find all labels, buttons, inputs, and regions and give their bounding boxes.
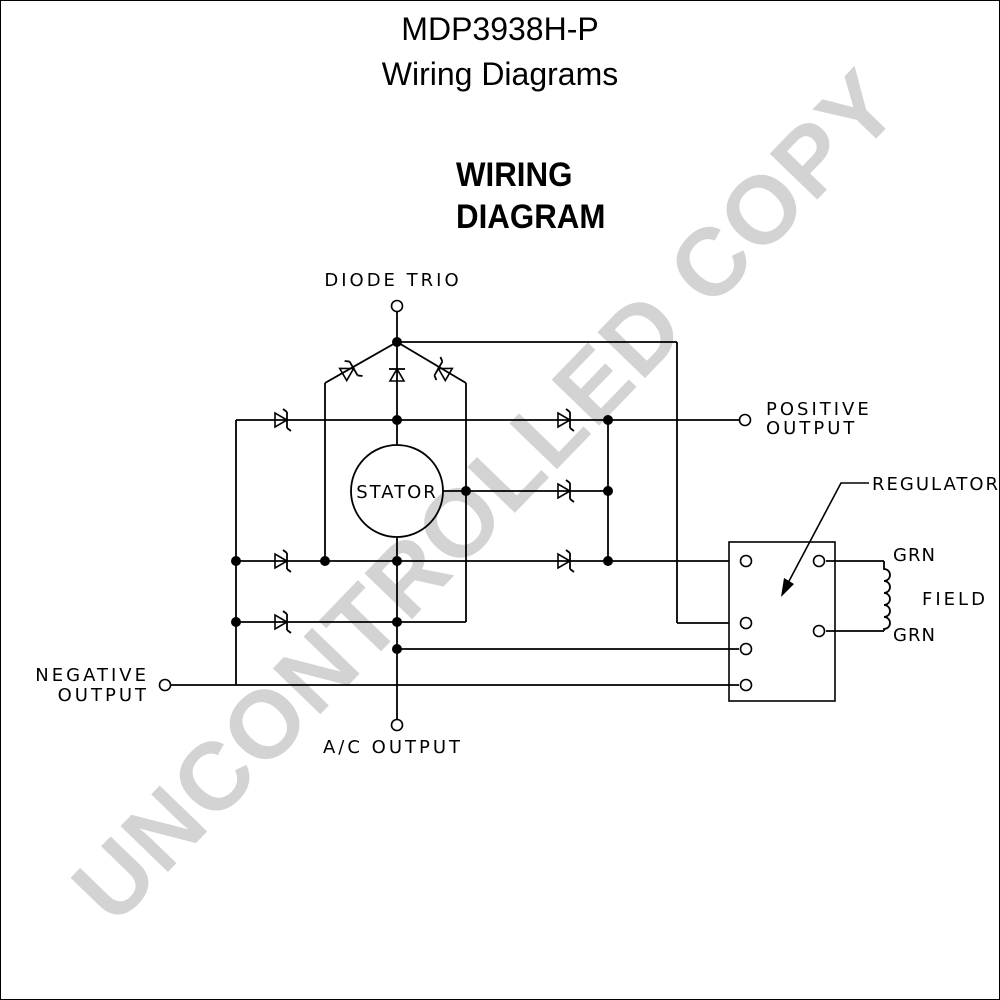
document-subtitle: Wiring Diagrams <box>381 56 619 92</box>
diagram-heading-line2: DIAGRAM <box>456 198 606 236</box>
negative-output-label-line1: NEGATIVE <box>35 665 149 686</box>
stator: STATOR <box>350 444 444 538</box>
junction-dots <box>231 337 613 654</box>
diode-trio-terminal <box>390 299 404 313</box>
regulator-box <box>728 541 836 702</box>
positive-output-terminal <box>738 413 752 427</box>
field-label: FIELD <box>922 589 988 610</box>
negative-output-terminal <box>158 678 172 692</box>
regulator-terminal <box>739 554 753 568</box>
negative-output-label-line2: OUTPUT <box>58 685 149 706</box>
regulator-terminal <box>739 678 753 692</box>
positive-output-label-line2: OUTPUT <box>766 418 857 439</box>
junction-dot <box>392 337 402 347</box>
regulator-terminal <box>812 554 826 568</box>
grn-bottom-label: GRN <box>893 625 936 646</box>
junction-dot <box>392 644 402 654</box>
junction-dot <box>461 486 471 496</box>
ac-output-terminal <box>390 718 404 732</box>
junction-dot <box>603 556 613 566</box>
junction-dot <box>603 486 613 496</box>
regulator-label: REGULATOR <box>872 474 1000 495</box>
regulator-terminal <box>739 642 753 656</box>
junction-dot <box>231 617 241 627</box>
junction-dot <box>392 617 402 627</box>
junction-dot <box>603 415 613 425</box>
regulator-terminal <box>739 616 753 630</box>
stator-label: STATOR <box>356 482 438 503</box>
regulator-pointer-arrow <box>781 482 869 597</box>
diode-trio-label: DIODE TRIO <box>324 270 461 291</box>
diagram-heading-line1: WIRING <box>456 156 573 194</box>
regulator-terminal <box>812 624 826 638</box>
diode <box>428 356 456 385</box>
uncontrolled-copy-watermark: UNCONTROLLED COPY <box>52 50 919 943</box>
diode <box>336 356 364 385</box>
junction-dot <box>231 556 241 566</box>
grn-top-label: GRN <box>893 545 936 566</box>
ac-output-label: A/C OUTPUT <box>323 737 463 758</box>
positive-output-label-line1: POSITIVE <box>766 399 872 420</box>
junction-dot <box>392 415 402 425</box>
junction-dot <box>392 556 402 566</box>
junction-dot <box>320 556 330 566</box>
document-title: MDP3938H-P <box>401 11 599 47</box>
